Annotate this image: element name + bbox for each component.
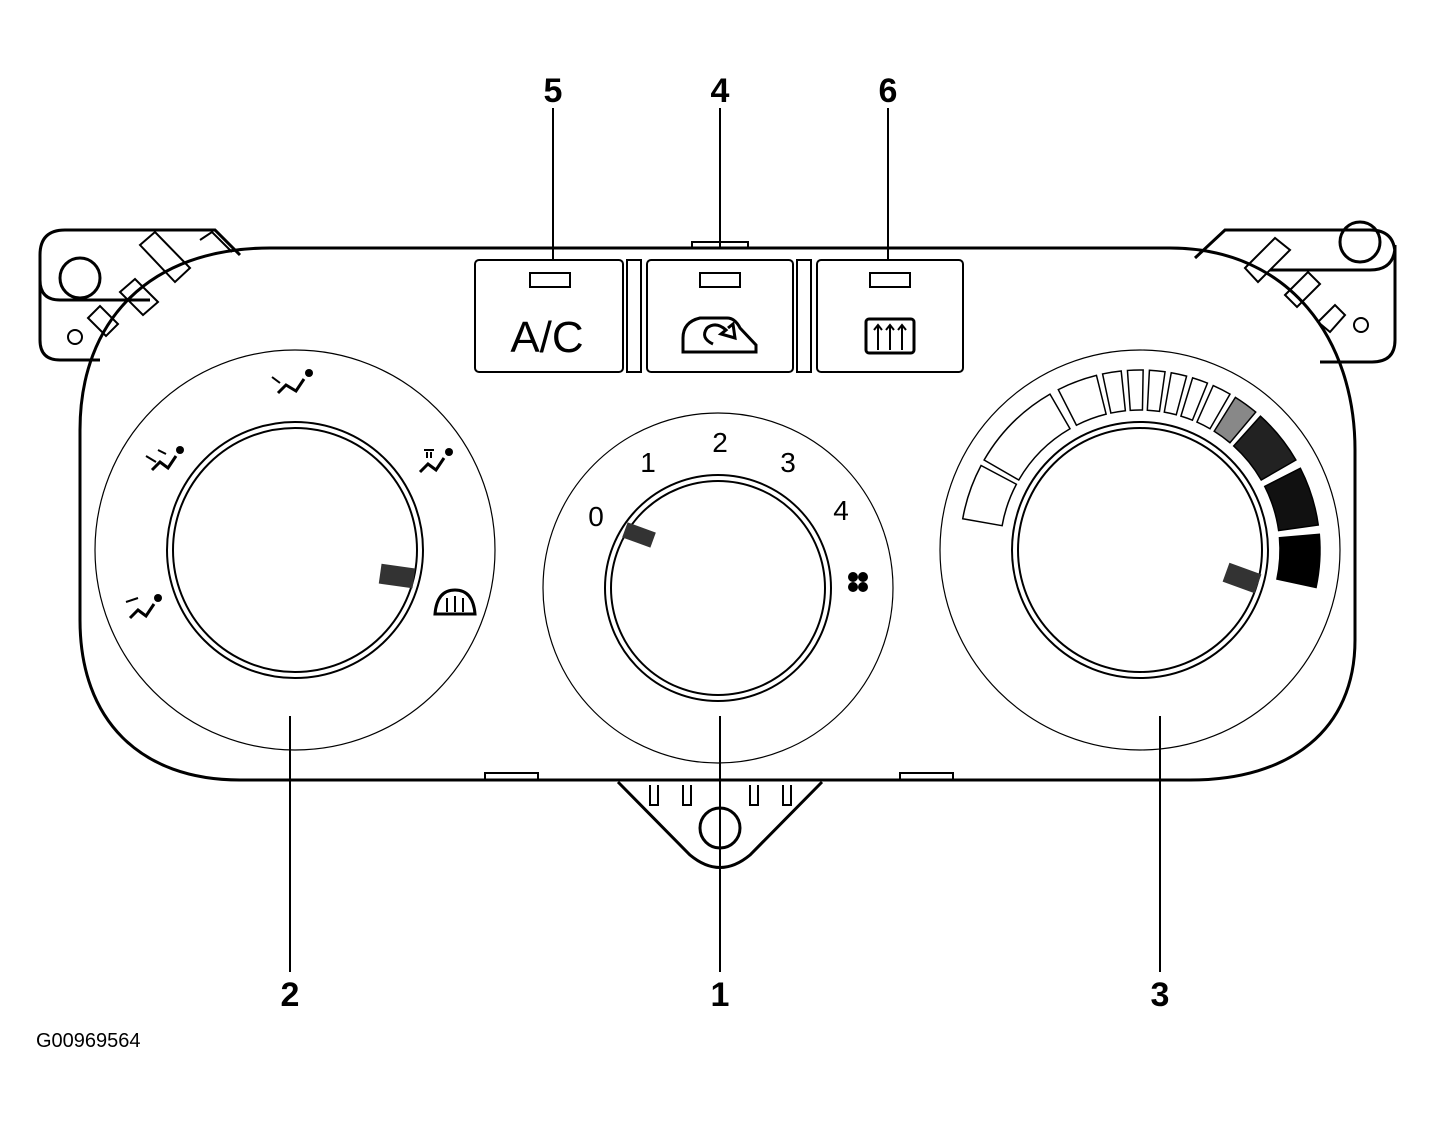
temperature-scale-segment	[983, 393, 1072, 482]
callout-2: 2	[281, 976, 300, 1014]
callout-6: 6	[879, 72, 898, 110]
mode-pointer	[378, 563, 416, 589]
fan-speed-3: 3	[780, 447, 796, 478]
temperature-scale-segment	[1146, 369, 1166, 413]
callout-4: 4	[711, 72, 730, 110]
right-mounting-bracket	[1193, 220, 1397, 364]
mode-selector-knob[interactable]	[94, 349, 496, 751]
temperature-knob[interactable]	[939, 349, 1341, 751]
button-row: A/C	[474, 259, 964, 373]
fan-speed-2: 2	[712, 427, 728, 458]
ac-label: A/C	[510, 313, 583, 362]
temperature-scale-segment	[1179, 376, 1209, 422]
left-mounting-bracket	[38, 228, 242, 362]
rear-defrost-button[interactable]	[816, 259, 964, 373]
temperature-scale-segment	[1163, 371, 1188, 416]
fan-max-icon	[848, 572, 868, 592]
temperature-scale-segment	[1276, 533, 1321, 589]
temperature-pointer	[1222, 562, 1262, 594]
fan-speed-4: 4	[833, 495, 849, 526]
temperature-scale-segment	[1057, 374, 1108, 427]
recirculation-icon	[681, 316, 758, 354]
temperature-scale	[961, 369, 1321, 589]
callout-leaders	[289, 108, 1161, 972]
recirculation-button[interactable]	[646, 259, 794, 373]
fan-speed-0: 0	[588, 501, 604, 532]
fan-speed-1: 1	[640, 447, 656, 478]
panel-body	[78, 246, 1357, 782]
figure-id: G00969564	[36, 1030, 141, 1052]
callout-3: 3	[1151, 976, 1170, 1014]
recirc-indicator-led	[699, 272, 741, 288]
windshield-defrost-icon	[433, 588, 477, 616]
bilevel-icon	[145, 446, 184, 472]
temperature-scale-segment	[1195, 384, 1232, 430]
temperature-scale-segment	[1101, 370, 1127, 414]
callout-1: 1	[711, 976, 730, 1014]
temperature-scale-segment	[961, 464, 1018, 527]
temperature-scale-segment	[1126, 369, 1144, 412]
temperature-scale-segment	[1232, 415, 1297, 482]
floor-icon	[125, 594, 162, 620]
mounting-hole	[58, 256, 102, 300]
callout-5: 5	[544, 72, 563, 110]
button-divider	[796, 259, 812, 373]
floor-defrost-icon	[418, 448, 453, 474]
temperature-scale-segment	[1263, 467, 1320, 532]
mounting-hole-small	[1353, 317, 1369, 333]
fan-speed-knob[interactable]: 0 1 2 3 4	[542, 412, 894, 764]
fan-pointer	[622, 522, 656, 548]
temperature-scale-segment	[1213, 396, 1257, 444]
ac-button[interactable]: A/C	[474, 259, 624, 373]
button-divider	[626, 259, 642, 373]
mounting-hole-small	[67, 329, 83, 345]
rear-defrost-indicator-led	[869, 272, 911, 288]
ac-indicator-led	[529, 272, 571, 288]
vent-face-icon	[271, 369, 313, 395]
rear-defrost-icon	[864, 317, 916, 355]
mounting-hole	[1338, 220, 1382, 264]
